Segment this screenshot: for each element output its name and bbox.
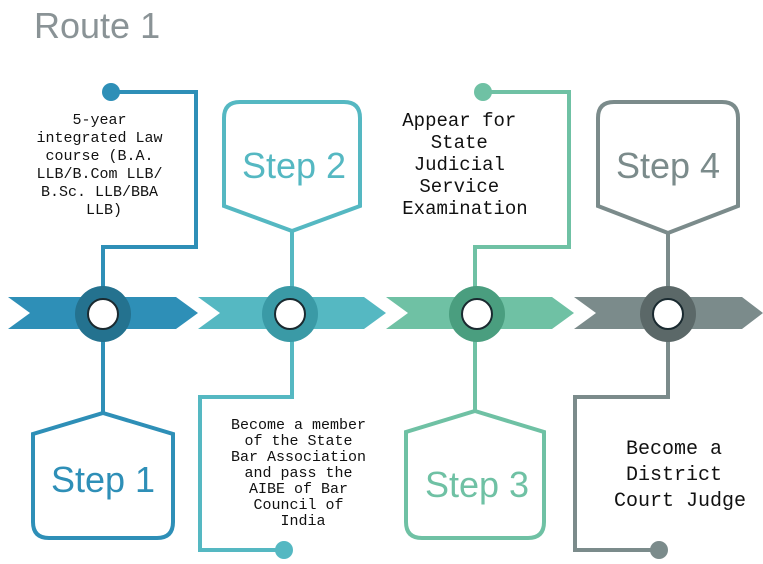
timeline-node-step-4 — [640, 286, 696, 342]
step-4-label: Step 4 — [616, 145, 720, 186]
connector-dot-step-4 — [650, 541, 668, 559]
connector-dot-step-1 — [102, 83, 120, 101]
timeline-node-step-3 — [449, 286, 505, 342]
timeline-node-step-2 — [262, 286, 318, 342]
step-3-description: Appear for State Judicial Service Examin… — [402, 110, 527, 220]
timeline-node-step-1 — [75, 286, 131, 342]
step-3-shield — [404, 408, 546, 540]
step-2-label: Step 2 — [242, 145, 346, 186]
diagram-title: Route 1 — [34, 5, 160, 46]
step-1-shield — [31, 410, 175, 540]
step-2-shield — [222, 100, 362, 234]
step-1-label: Step 1 — [51, 459, 155, 500]
step-1-description: 5-year integrated Law course (B.A. LLB/B… — [36, 112, 171, 219]
step-4-shield — [596, 100, 740, 236]
connector-dot-step-3 — [474, 83, 492, 101]
step-2-description: Become a member of the State Bar Associa… — [231, 417, 375, 530]
step-4-description: Become a District Court Judge — [614, 438, 746, 513]
step-3-label: Step 3 — [425, 464, 529, 505]
connector-step-4 — [573, 232, 670, 552]
connector-step-3 — [473, 90, 571, 410]
connector-step-1 — [101, 90, 198, 412]
connector-step-2 — [198, 230, 294, 552]
connector-dot-step-2 — [275, 541, 293, 559]
